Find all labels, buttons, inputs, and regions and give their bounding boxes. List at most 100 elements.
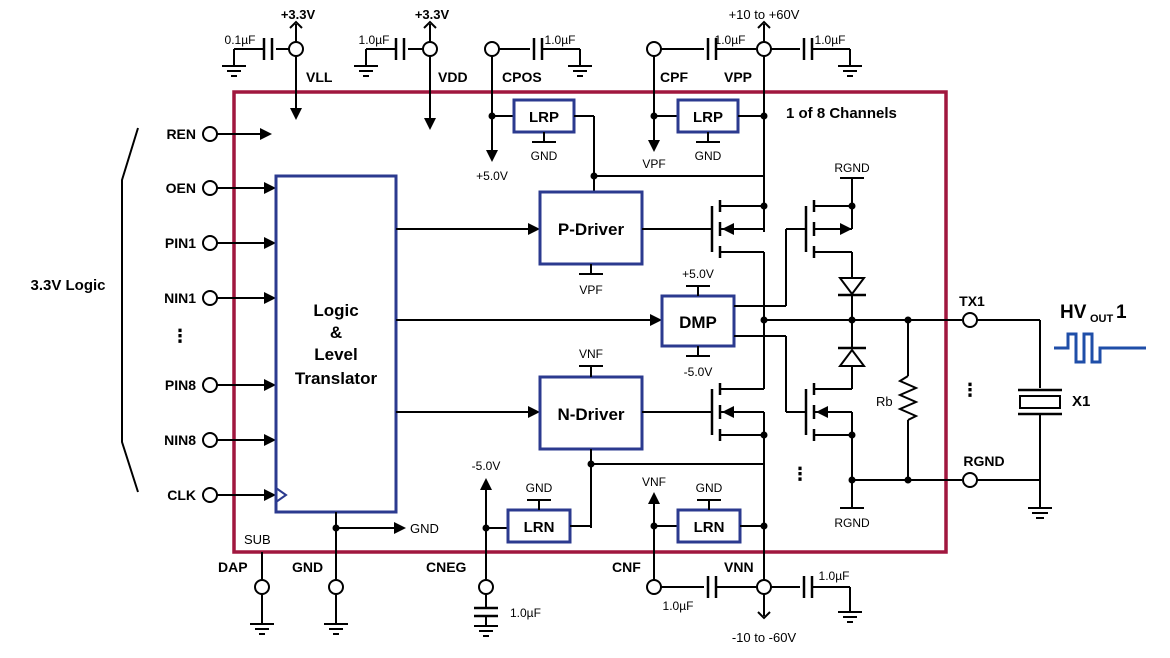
vpp-supply-group: +10 to +60V 1.0µF VPP — [724, 7, 862, 232]
cneg-label: CNEG — [426, 559, 467, 575]
pin-nin8: NIN8 — [164, 432, 276, 448]
p-driver-label: P-Driver — [558, 220, 625, 239]
pin-clk-label: CLK — [167, 487, 196, 503]
pin-ren: REN — [166, 126, 272, 142]
diode-bottom — [838, 346, 866, 389]
cnf-label: CNF — [612, 559, 641, 575]
rgnd-output: RGND — [962, 453, 1040, 488]
vdd-pin — [422, 41, 438, 57]
plus5-label: +5.0V — [476, 169, 508, 183]
lrp-regulator-1: LRP GND — [512, 98, 598, 192]
n-mosfet-damp: RGND — [804, 383, 870, 530]
pin-pin1: PIN1 — [165, 235, 276, 251]
cap-vll-label: 0.1µF — [225, 33, 256, 47]
cneg-group: -5.0V 1.0µF CNEG — [426, 459, 541, 637]
x1-label: X1 — [1072, 393, 1090, 410]
cap-cnf-label: 1.0µF — [663, 599, 694, 613]
dmp-block: DMP +5.0V -5.0V — [660, 228, 806, 413]
n-driver: N-Driver VNF — [538, 347, 764, 528]
lrp-2-gnd: GND — [695, 149, 722, 163]
logic-input-bracket: 3.3V Logic — [30, 127, 139, 493]
out-ellipsis: ⋮ — [961, 380, 979, 400]
logic-line4: Translator — [295, 369, 378, 388]
pin-pin8: PIN8 — [165, 377, 276, 393]
pin-nin1-label: NIN1 — [164, 290, 196, 306]
lrn-regulator-2: LRN GND — [676, 481, 768, 544]
lrn-1-label: LRN — [524, 519, 555, 536]
dmp-label: DMP — [679, 313, 717, 332]
vll-pin — [288, 41, 304, 57]
pin-nin8-label: NIN8 — [164, 432, 196, 448]
cpf-pin — [646, 41, 662, 57]
p-driver: P-Driver VPF — [538, 175, 764, 297]
cap-vnn-label: 1.0µF — [819, 569, 850, 583]
gnd-pin-label: GND — [292, 559, 323, 575]
n-mosfet-main — [642, 320, 768, 580]
lrn-2-gnd: GND — [696, 481, 723, 495]
rgnd-top-label: RGND — [834, 161, 870, 175]
vpf-top-label: VPF — [642, 157, 665, 171]
lrp-regulator-2: LRP GND — [676, 98, 768, 163]
hv-out-label: HV — [1060, 302, 1087, 323]
vnn-label: VNN — [724, 559, 754, 575]
vll-supply-label: +3.3V — [281, 7, 316, 22]
cpos-group: 1.0µF CPOS +5.0V — [476, 33, 592, 183]
vdd-label: VDD — [438, 69, 468, 85]
sub-label: SUB — [244, 532, 271, 547]
cap-cpf-label: 1.0µF — [715, 33, 746, 47]
vll-label: VLL — [306, 69, 333, 85]
vnf-bottom-label: VNF — [642, 475, 666, 489]
cpf-label: CPF — [660, 69, 688, 85]
pin-oen-label: OEN — [166, 180, 196, 196]
transducer-x1: X1 — [1018, 388, 1090, 519]
logic-level-translator: Logic & Level Translator — [274, 174, 398, 514]
lrn-1-gnd: GND — [526, 481, 553, 495]
tx1-label: TX1 — [959, 293, 985, 309]
chip-boundary — [232, 90, 948, 554]
pin-pin8-label: PIN8 — [165, 377, 196, 393]
hv-out-sub: OUT — [1090, 313, 1114, 325]
dmp-bottom-label: -5.0V — [684, 365, 713, 379]
dap-label: DAP — [218, 559, 248, 575]
pin-nin1: NIN1 — [164, 290, 276, 306]
tx1-output: TX1 — [959, 293, 1041, 388]
cpos-pin — [484, 41, 500, 57]
logic-line2: & — [330, 323, 342, 342]
dmp-top-label: +5.0V — [682, 267, 714, 281]
cnf-group: VNF 1.0µF CNF — [612, 475, 757, 613]
logic-group-label: 3.3V Logic — [30, 277, 105, 294]
cap-vdd-label: 1.0µF — [359, 33, 390, 47]
lrp-2-label: LRP — [693, 109, 723, 126]
vpp-supply-label: +10 to +60V — [729, 7, 800, 22]
lrp-1-label: LRP — [529, 109, 559, 126]
pin-ellipsis: ⋮ — [171, 326, 189, 346]
logic-line1: Logic — [313, 301, 358, 320]
vdd-supply-label: +3.3V — [415, 7, 450, 22]
n-driver-vnf: VNF — [579, 347, 603, 361]
lrp-1-gnd: GND — [531, 149, 558, 163]
vpp-label: VPP — [724, 69, 752, 85]
p-driver-vpf: VPF — [579, 283, 602, 297]
vpp-pin — [756, 41, 772, 57]
cap-vpp-label: 1.0µF — [815, 33, 846, 47]
vnn-supply-label: -10 to -60V — [732, 630, 797, 645]
lrn-regulator-1: LRN GND — [506, 481, 591, 544]
pin-ren-label: REN — [166, 126, 196, 142]
cpf-group: 1.0µF CPF VPF — [642, 33, 756, 171]
rgnd-bottom-label: RGND — [834, 516, 870, 530]
vll-supply-group: +3.3V 0.1µF VLL — [222, 7, 333, 120]
pin-clk: CLK — [167, 487, 276, 503]
logic-line3: Level — [314, 345, 357, 364]
cap-cneg-label: 1.0µF — [510, 606, 541, 620]
hv-out-num: 1 — [1116, 302, 1127, 323]
hv-out-waveform: HV OUT 1 — [1054, 302, 1146, 364]
pin-pin1-label: PIN1 — [165, 235, 196, 251]
channels-label: 1 of 8 Channels — [786, 105, 897, 122]
gnd-pin-group: GND — [292, 559, 348, 635]
rgnd-pin-label: RGND — [963, 453, 1004, 469]
vdd-supply-group: +3.3V 1.0µF VDD — [354, 7, 468, 130]
rb-resistor: Rb — [876, 320, 919, 480]
minus5-label: -5.0V — [472, 459, 501, 473]
lrn-2-label: LRN — [694, 519, 725, 536]
